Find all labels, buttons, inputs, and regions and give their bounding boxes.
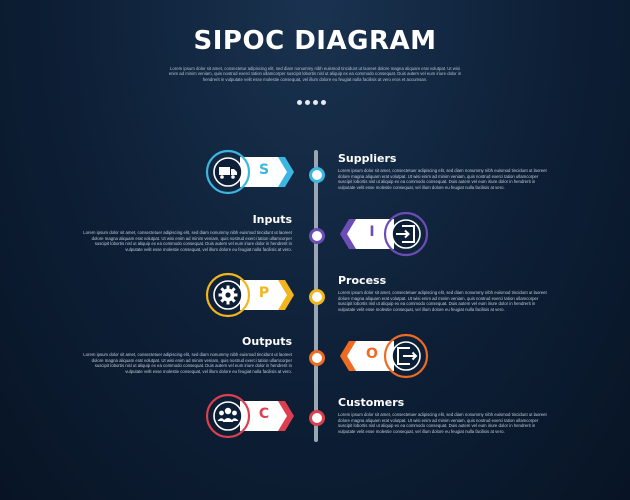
timeline-node-inputs: [309, 228, 325, 244]
badge-process: [205, 272, 294, 318]
users-icon: [217, 407, 239, 422]
title-inputs: Inputs: [252, 213, 292, 226]
badge-customers: [205, 393, 294, 439]
pagination-dot: [297, 100, 302, 105]
pagination-dot: [313, 100, 318, 105]
badge-suppliers: [205, 149, 294, 195]
desc-process: Lorem ipsum dolor sit amet, consectetuer…: [338, 290, 547, 312]
letter-o: O: [366, 346, 378, 362]
title-customers: Customers: [338, 396, 405, 409]
letter-s: S: [258, 162, 270, 178]
pagination-dot: [305, 100, 310, 105]
pagination-dot: [321, 100, 326, 105]
desc-customers: Lorem ipsum dolor sit amet, consectetuer…: [338, 412, 547, 434]
letter-i: I: [369, 224, 375, 240]
timeline-node-suppliers: [309, 167, 325, 183]
title-process: Process: [338, 274, 387, 287]
title-suppliers: Suppliers: [338, 152, 397, 165]
timeline-node-outputs: [309, 350, 325, 366]
letter-c: C: [258, 406, 270, 422]
timeline-node-customers: [309, 410, 325, 426]
logout-icon: [397, 347, 418, 365]
desc-suppliers: Lorem ipsum dolor sit amet, consectetuer…: [338, 168, 547, 190]
desc-outputs: Lorem ipsum dolor sit amet, consectetuer…: [83, 352, 292, 374]
page-subtitle: Lorem ipsum dolor sit amet, consectetur …: [168, 66, 462, 82]
desc-inputs: Lorem ipsum dolor sit amet, consectetuer…: [83, 230, 292, 252]
title-outputs: Outputs: [242, 335, 292, 348]
badge-outputs: [340, 333, 429, 379]
badge-inputs: [340, 211, 429, 257]
letter-p: P: [258, 285, 270, 301]
page-title: SIPOC DIAGRAM: [193, 26, 437, 56]
gear-icon: [218, 285, 238, 305]
login-icon: [396, 225, 415, 243]
timeline-node-process: [309, 289, 325, 305]
truck-icon: [219, 167, 237, 179]
